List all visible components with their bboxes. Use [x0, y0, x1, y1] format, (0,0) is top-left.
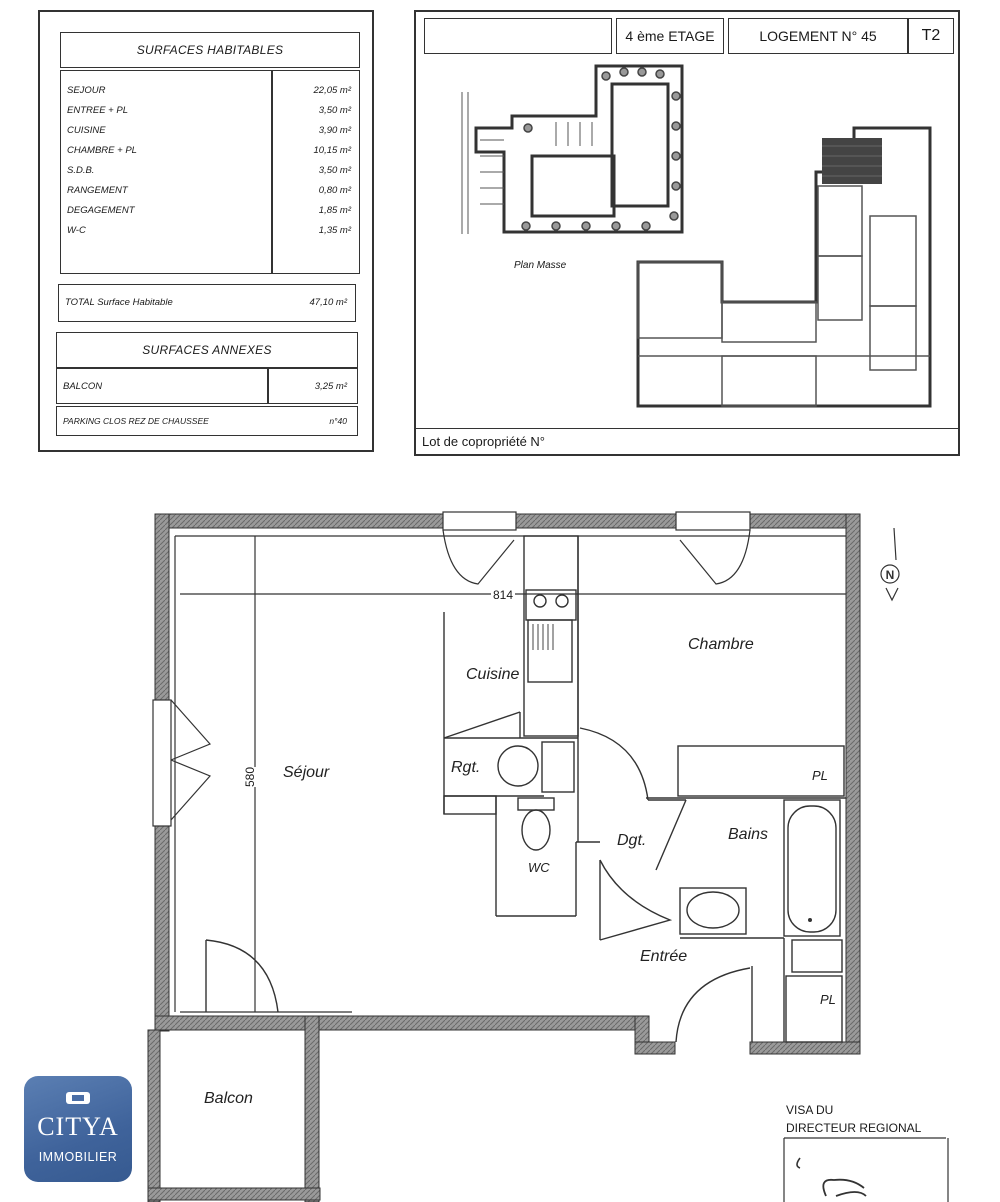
- parking-row: PARKING CLOS REZ DE CHAUSSEE n°40: [56, 406, 358, 436]
- surfaces-header-box: SURFACES HABITABLES: [60, 32, 360, 68]
- dimension-width: 814: [491, 588, 516, 602]
- balcon-divider: [267, 369, 269, 403]
- room-pl-chambre: PL: [812, 768, 828, 783]
- logo-sub: IMMOBILIER: [38, 1150, 118, 1164]
- surface-row-label: W-C: [67, 225, 86, 236]
- balcon-row: BALCON 3,25 m²: [56, 368, 358, 404]
- annexes-title: SURFACES ANNEXES: [142, 343, 272, 357]
- surface-row-value: 1,85 m²: [318, 205, 351, 216]
- surface-row-label: ENTREE + PL: [67, 105, 128, 116]
- surfaces-panel: SURFACES HABITABLES SEJOUR 22,05 m² ENTREE…: [38, 10, 374, 452]
- surface-row-label: CUISINE: [67, 125, 106, 136]
- plan-masse-label: Plan Masse: [514, 260, 567, 271]
- surfaces-title: SURFACES HABITABLES: [136, 43, 284, 57]
- lot-divider: [416, 428, 958, 429]
- dimension-height: 580: [243, 766, 258, 788]
- header-blank-cell: [424, 18, 612, 54]
- type-label: T2: [921, 27, 941, 44]
- surface-row-label: RANGEMENT: [67, 185, 128, 196]
- room-wc: WC: [528, 860, 550, 875]
- surface-row-value: 3,90 m²: [318, 125, 351, 136]
- surface-row-value: 3,50 m²: [318, 105, 351, 116]
- visa-line1: VISA DU: [786, 1103, 834, 1117]
- parking-value: n°40: [329, 416, 347, 426]
- room-bains: Bains: [728, 826, 769, 843]
- plan-masse-panel: 4 ème ETAGE LOGEMENT N° 45 T2: [414, 10, 960, 456]
- room-cuisine: Cuisine: [466, 666, 520, 683]
- type-cell: T2: [908, 18, 954, 54]
- total-label: TOTAL Surface Habitable: [65, 297, 173, 308]
- surfaces-table: SEJOUR 22,05 m² ENTREE + PL 3,50 m² CUISINE 3…: [60, 70, 360, 274]
- surface-row-label: CHAMBRE + PL: [67, 145, 137, 156]
- parking-label: PARKING CLOS REZ DE CHAUSSEE: [63, 416, 209, 426]
- surface-row-value: 1,35 m²: [318, 225, 351, 236]
- surface-row-value: 0,80 m²: [318, 185, 351, 196]
- visa-line2: DIRECTEUR REGIONAL: [786, 1121, 922, 1135]
- room-dgt: Dgt.: [617, 832, 647, 849]
- logement-cell: LOGEMENT N° 45: [728, 18, 908, 54]
- room-sejour: Séjour: [283, 764, 330, 781]
- room-balcon: Balcon: [204, 1090, 253, 1107]
- room-chambre: Chambre: [688, 636, 754, 653]
- surface-row-label: S.D.B.: [67, 165, 95, 176]
- site-plan-drawing: [461, 64, 932, 408]
- citya-logo: CITYA IMMOBILIER: [24, 1076, 132, 1182]
- surface-row-label: DEGAGEMENT: [67, 205, 135, 216]
- lot-label: Lot de copropriété N°: [422, 434, 545, 449]
- logement-label: LOGEMENT N° 45: [759, 28, 877, 44]
- logo-brand: CITYA: [37, 1112, 119, 1141]
- compass-letter: N: [886, 568, 895, 582]
- room-pl-entree: PL: [820, 992, 836, 1007]
- floor-cell: 4 ème ETAGE: [616, 18, 724, 54]
- logo-emblem-icon: [66, 1092, 90, 1104]
- total-box: TOTAL Surface Habitable 47,10 m²: [58, 284, 356, 322]
- balcon-label: BALCON: [63, 381, 103, 392]
- surface-row-value: 22,05 m²: [313, 85, 352, 96]
- balcon-value: 3,25 m²: [314, 381, 347, 392]
- surface-row-value: 3,50 m²: [318, 165, 351, 176]
- floor-label: 4 ème ETAGE: [625, 28, 715, 44]
- surface-row-label: SEJOUR: [67, 85, 106, 96]
- room-entree: Entrée: [640, 948, 688, 965]
- surface-row-value: 10,15 m²: [313, 145, 352, 156]
- surfaces-divider: [271, 71, 273, 273]
- annexes-header-box: SURFACES ANNEXES: [56, 332, 358, 368]
- total-value: 47,10 m²: [309, 297, 348, 308]
- room-rgt: Rgt.: [451, 759, 481, 776]
- compass-icon: [880, 527, 900, 602]
